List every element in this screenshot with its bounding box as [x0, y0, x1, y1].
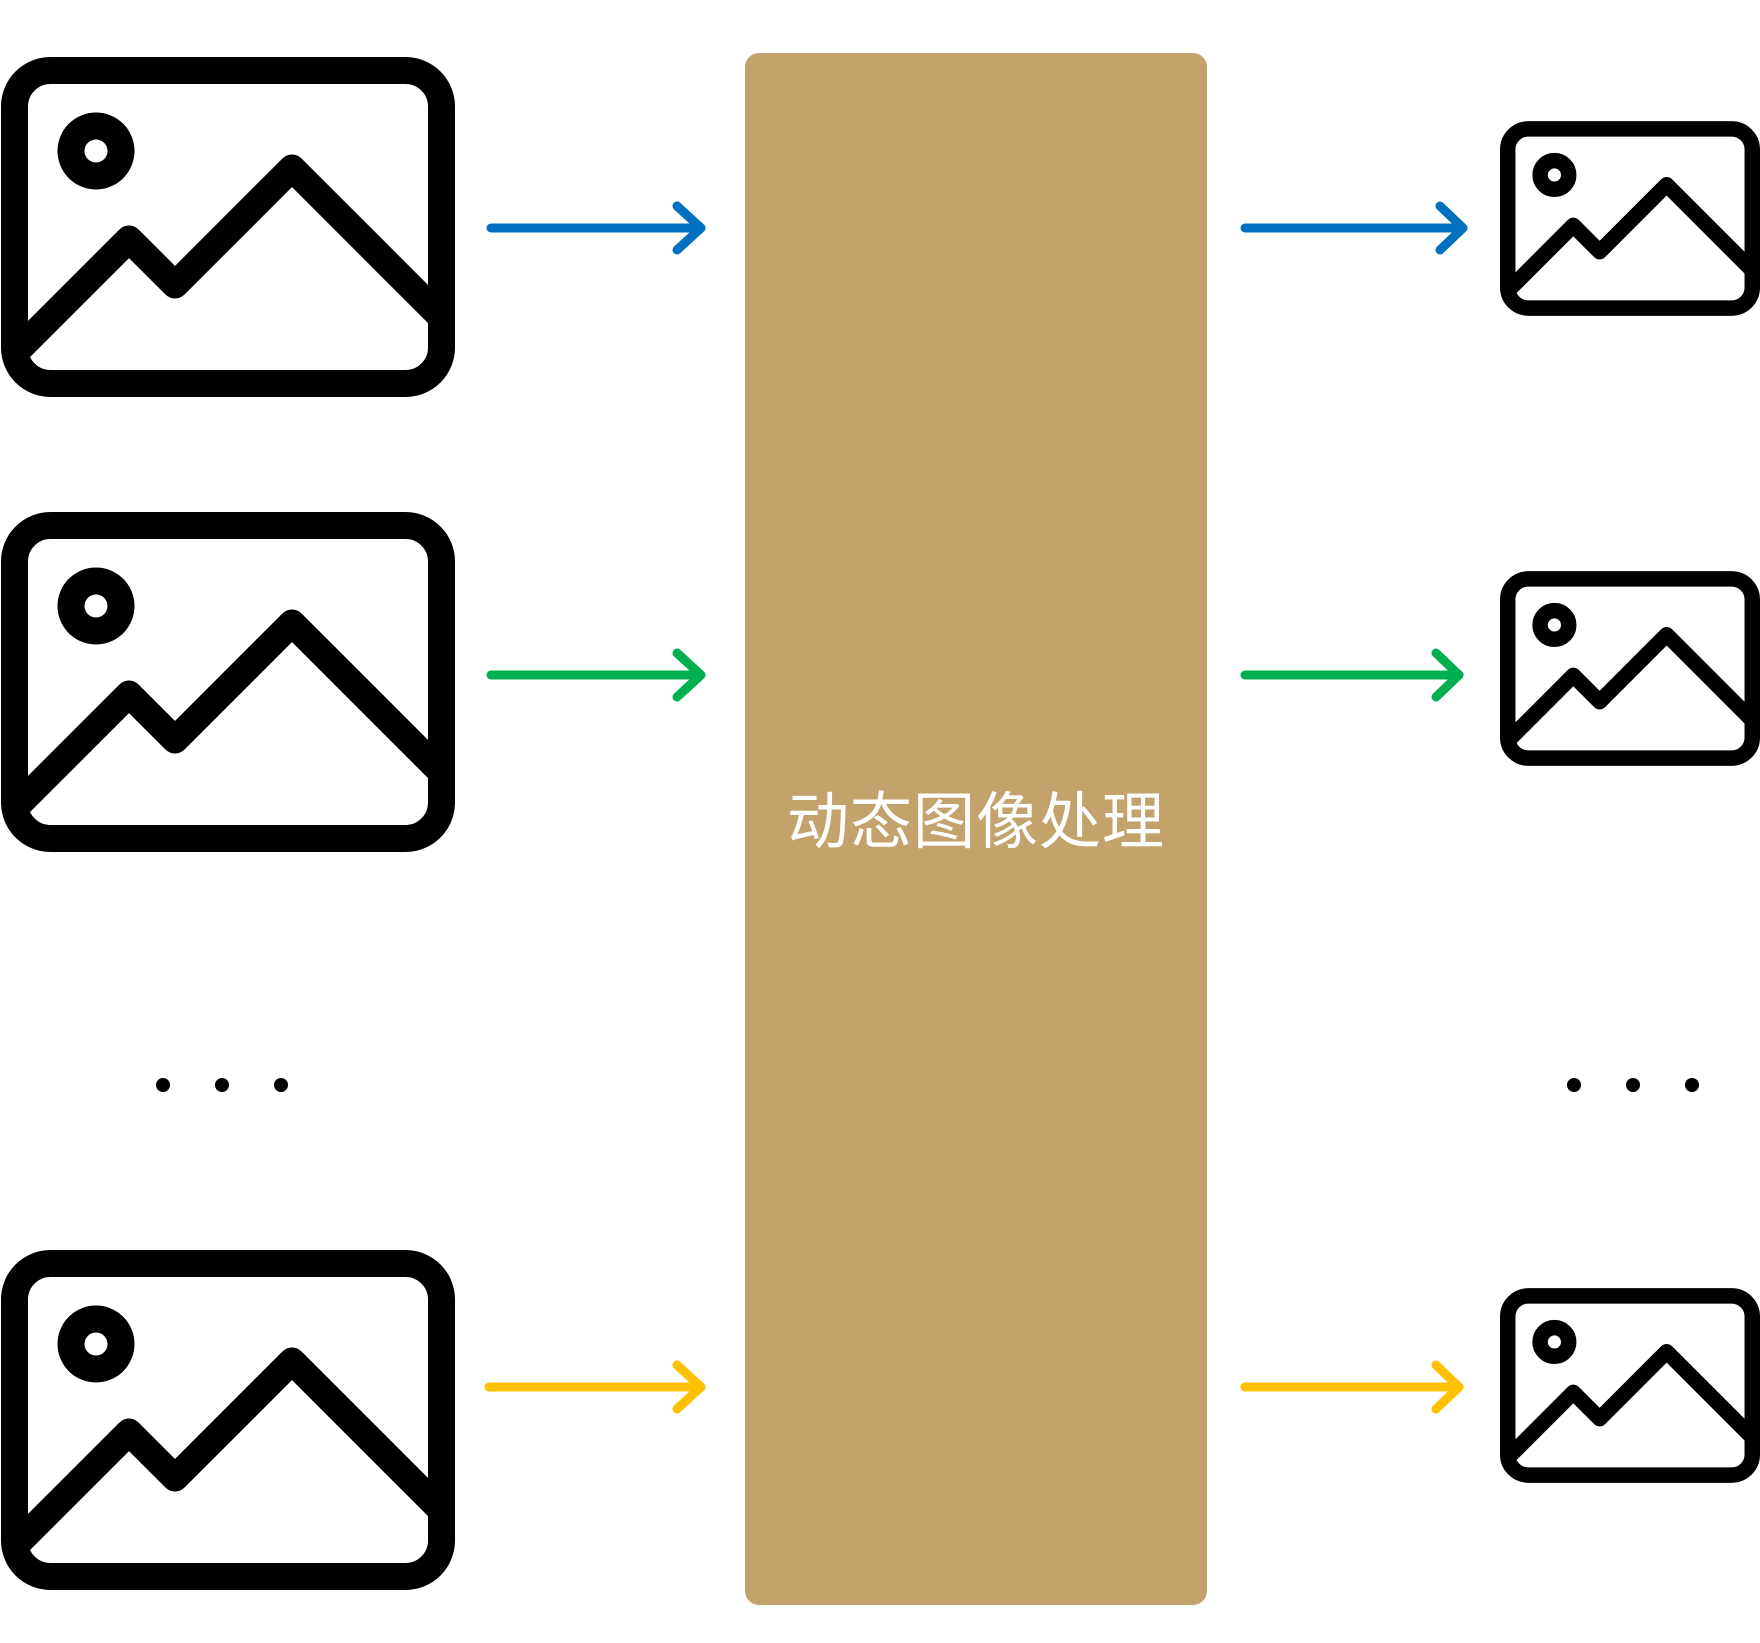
output-image-icon-2: [1506, 579, 1753, 758]
output-image-icon-n: [1506, 1296, 1753, 1475]
input-arrow-n: [484, 1360, 706, 1414]
input-image-icon-n: [11, 1264, 442, 1577]
output-arrow-n: [1240, 1360, 1464, 1414]
left-ellipsis: [156, 1078, 288, 1092]
input-image-icon-1: [11, 71, 442, 384]
output-arrow-1: [1240, 201, 1468, 255]
process-block: [745, 53, 1207, 1605]
output-arrow-2: [1240, 648, 1464, 702]
input-arrow-1: [486, 201, 706, 255]
right-ellipsis: [1567, 1078, 1699, 1092]
input-arrow-2: [486, 648, 706, 702]
input-image-icon-2: [11, 526, 442, 839]
output-image-icon-1: [1506, 129, 1753, 308]
process-label: 动态图像处理: [787, 785, 1165, 858]
